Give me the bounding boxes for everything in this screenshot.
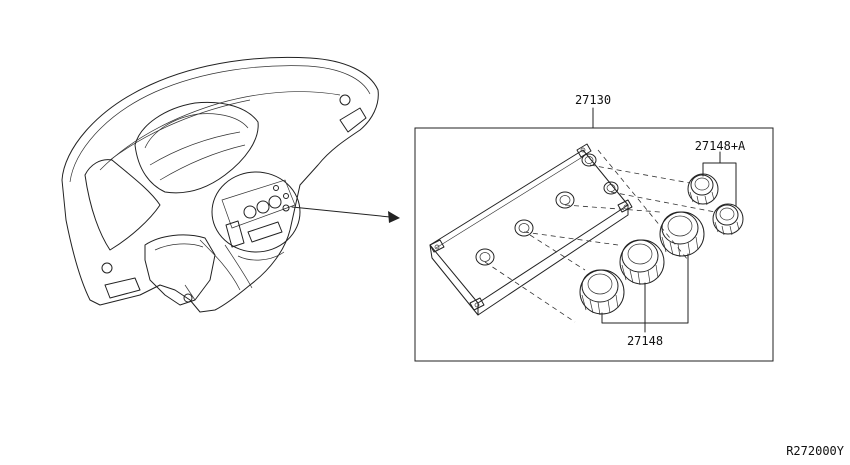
large-knob-2 [619,239,665,286]
large-knob-1 [579,269,625,316]
small-knob-1 [687,173,719,206]
hvac-control-detail-circle [211,171,301,261]
detail-pointer-arrow [291,206,400,223]
diagram-code: R272000Y [786,444,845,458]
leader-line-27148 [601,253,689,333]
label-part-27130: 27130 [575,93,611,107]
leader-line-27148-a [702,151,737,207]
large-knob-3 [659,211,705,258]
small-knob-2 [712,203,744,236]
alignment-dashed-lines [484,149,716,323]
label-part-27148: 27148 [627,334,663,348]
instrument-panel-illustration [61,56,379,313]
control-panel-assembly [429,143,633,316]
label-part-27148-a: 27148+A [695,139,746,153]
detail-box-frame [414,127,774,362]
